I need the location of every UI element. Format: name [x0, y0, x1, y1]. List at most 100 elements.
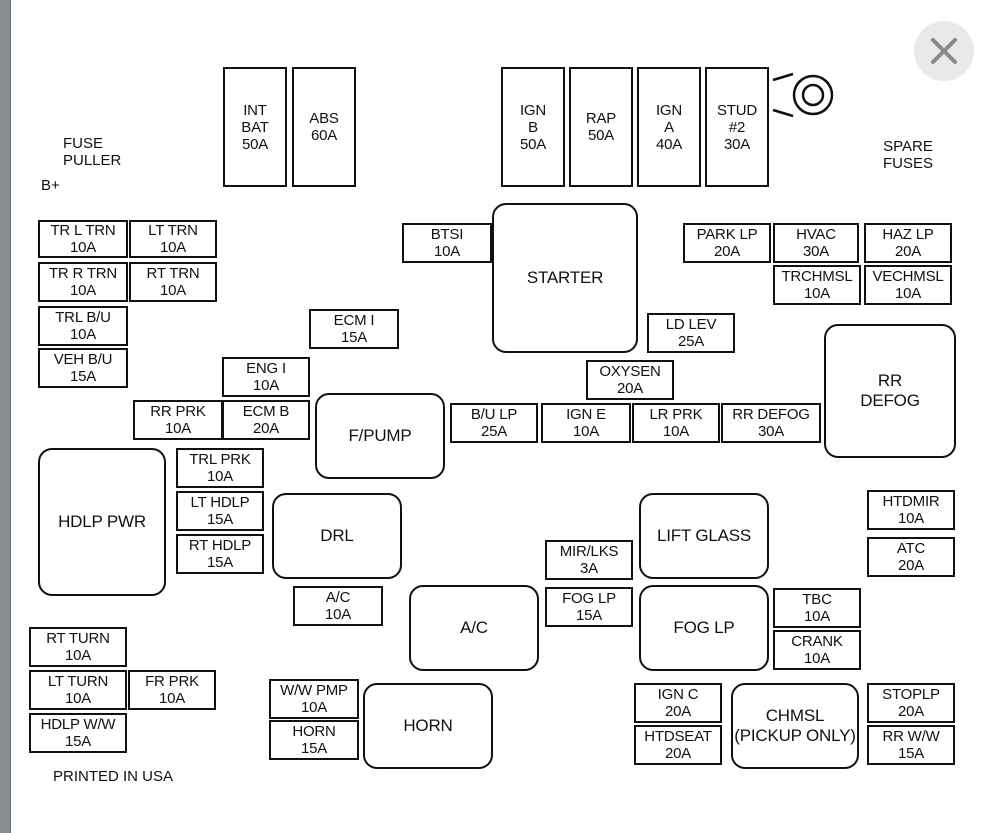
fuse-label-line: 20A — [897, 557, 925, 574]
close-button[interactable] — [914, 21, 974, 81]
fuse-label-line: 3A — [580, 560, 598, 577]
fuse-label-line: 10A — [64, 647, 92, 664]
fuse-label-line: 10A — [64, 690, 92, 707]
relay-fog-lp-relay: FOG LP — [639, 585, 769, 671]
fuse-label-line: 20A — [252, 420, 280, 437]
fuse-label-line: 10A — [300, 699, 328, 716]
relay-chmsl: CHMSL(PICKUP ONLY) — [731, 683, 859, 769]
fuse-label-line: A/C — [325, 589, 351, 606]
fuse-label-line: 10A — [433, 243, 461, 260]
relay-drl: DRL — [272, 493, 402, 579]
fuse-label-line: HVAC — [796, 226, 836, 243]
fuse-label-line: A/C — [460, 618, 488, 637]
fuse-label-line: TR R TRN — [48, 265, 118, 282]
fuse-label-line: 20A — [664, 745, 692, 762]
b-plus-label: B+ — [41, 177, 60, 194]
fuse-label-line: PARK LP — [696, 226, 758, 243]
fuse-label-line: MIR/LKS — [559, 543, 619, 560]
fuse-label-line: DEFOG — [860, 391, 920, 410]
fuse-label-line: HDLP PWR — [58, 512, 146, 531]
fuse-label-line: RR — [877, 371, 903, 390]
fuse-label-line: FR PRK — [145, 673, 199, 690]
fuse-label-line: OXYSEN — [599, 363, 661, 380]
fuse-label-line: 50A — [241, 135, 269, 153]
fuse-label-line: 10A — [164, 420, 192, 437]
fuse-label-line: TR L TRN — [50, 222, 116, 239]
fuse-label-line: RT TURN — [46, 630, 110, 647]
fuse-label-line: 15A — [575, 607, 603, 624]
fuse-label-line: 15A — [340, 329, 368, 346]
fuse-label-line: 15A — [69, 368, 97, 385]
fuse-label-line: 30A — [802, 243, 830, 260]
fuse-label-line: 10A — [662, 423, 690, 440]
fuse-label-line: 20A — [897, 703, 925, 720]
stud-terminal-icon — [792, 74, 834, 116]
fuse-label-line: 30A — [757, 423, 785, 440]
fuse-label-line: RT TRN — [146, 265, 200, 282]
fuse-label-line: ECM B — [242, 403, 290, 420]
fuse-label-line: HAZ LP — [882, 226, 934, 243]
fuse-label-line: 10A — [803, 650, 831, 667]
fuse-label-line: BTSI — [430, 226, 464, 243]
fuse-label-line: 60A — [310, 127, 338, 144]
fuse-label-line: 10A — [159, 282, 187, 299]
fuse-label-line: INT — [243, 101, 267, 119]
fuse-label-line: STOPLP — [882, 686, 940, 703]
fuse-label-line: FOG LP — [562, 590, 616, 607]
fuse-label-line: RAP — [585, 110, 617, 127]
fuse-diagram: FUSE PULLER B+ SPARE FUSES PRINTED IN US… — [10, 0, 1006, 833]
fuse-label-line: HORN — [403, 716, 453, 735]
relay-starter: STARTER — [492, 203, 638, 353]
fuse-label-line: 15A — [300, 740, 328, 757]
close-icon — [931, 38, 957, 64]
fuse-label-line: W/W PMP — [280, 682, 348, 699]
fuse-label-line: 50A — [519, 135, 547, 153]
fuse-label-line: IGN — [655, 101, 683, 119]
fuse-label-line: 40A — [655, 135, 683, 153]
stud-connector-icon — [772, 72, 794, 118]
fuse-label-line: TRL B/U — [55, 309, 111, 326]
fuse-label-line: 10A — [803, 608, 831, 625]
fuse-label-line: HTDSEAT — [644, 728, 712, 745]
fuse-label-line: 30A — [723, 135, 751, 153]
fuse-label-line: 10A — [897, 510, 925, 527]
fuse-label-line: 10A — [894, 285, 922, 302]
fuse-label-line: BAT — [241, 118, 269, 136]
fuse-label-line: VEH B/U — [53, 351, 113, 368]
fuse-label-line: 25A — [480, 423, 508, 440]
fuse-label-line: 10A — [158, 690, 186, 707]
fuse-label-line: LIFT GLASS — [656, 526, 752, 545]
printed-in-usa-label: PRINTED IN USA — [53, 768, 174, 785]
fuse-label-line: HORN — [292, 723, 336, 740]
fuse-label-line: 10A — [324, 606, 352, 623]
fuse-label-line: A — [664, 118, 674, 136]
fuse-label-line: TRL PRK — [189, 451, 251, 468]
